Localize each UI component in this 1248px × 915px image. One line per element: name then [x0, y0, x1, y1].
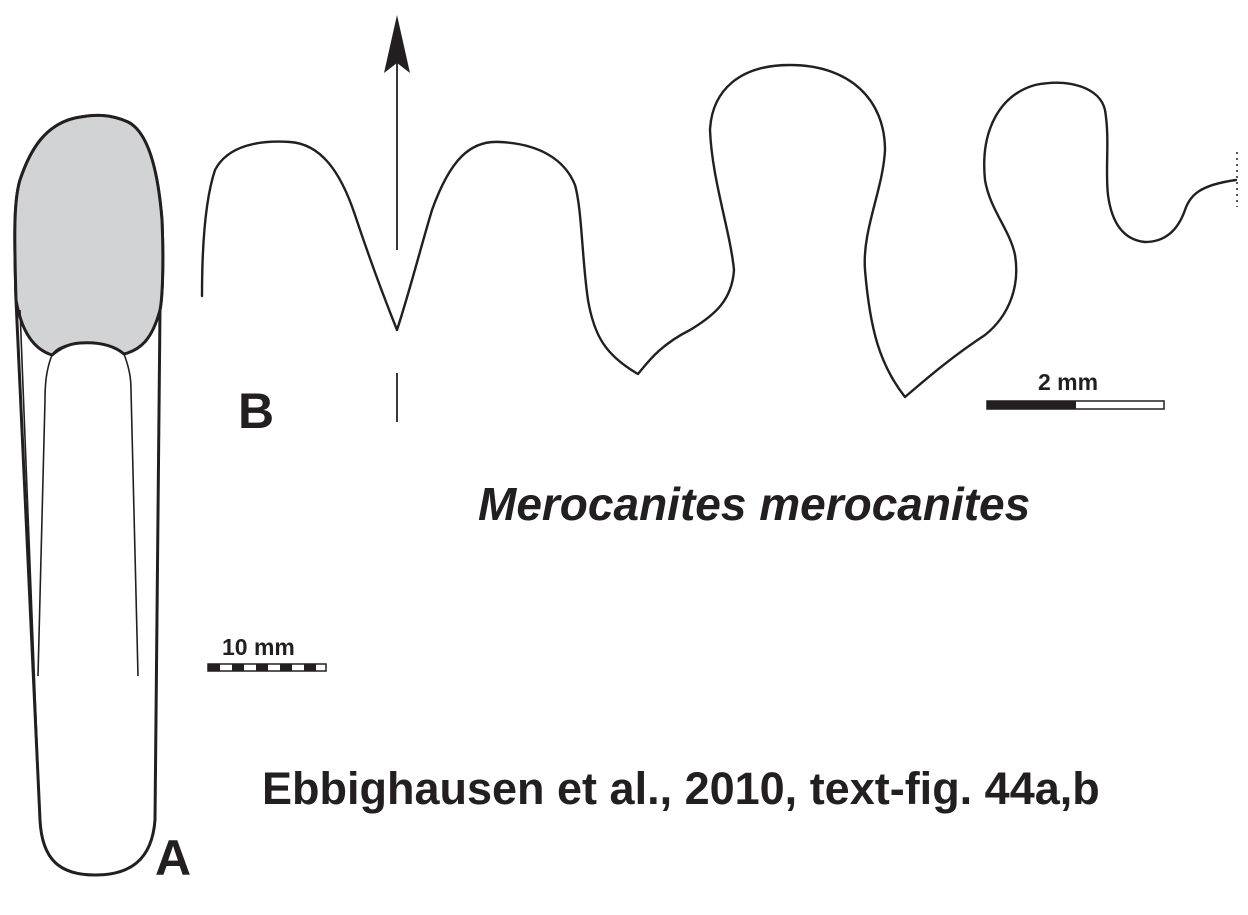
species-name: Merocanites merocanites: [478, 478, 1030, 530]
inner-whorl-outline: [51, 341, 139, 677]
shell-inner-left-edge: [19, 309, 41, 821]
citation: Ebbighausen et al., 2010, text-fig. 44a,…: [262, 763, 1100, 814]
scale-bar-a-label: 10 mm: [222, 634, 295, 660]
inner-whorl-left-line: [37, 354, 53, 677]
arrow-up-icon: [384, 15, 410, 73]
scale-bar-b: 2 mm: [986, 369, 1165, 410]
panel-a-cross-section: [13, 113, 165, 877]
scale-bar-a: 10 mm: [207, 634, 327, 672]
scale-bar-b-label: 2 mm: [1038, 369, 1098, 395]
shell-inner-right-edge: [154, 309, 161, 821]
whorl-shaded: [13, 113, 165, 357]
panel-b-suture: [200, 15, 1238, 422]
suture-line: [200, 63, 1238, 399]
panel-a-label: A: [155, 830, 191, 886]
panel-b-label: B: [238, 383, 274, 439]
